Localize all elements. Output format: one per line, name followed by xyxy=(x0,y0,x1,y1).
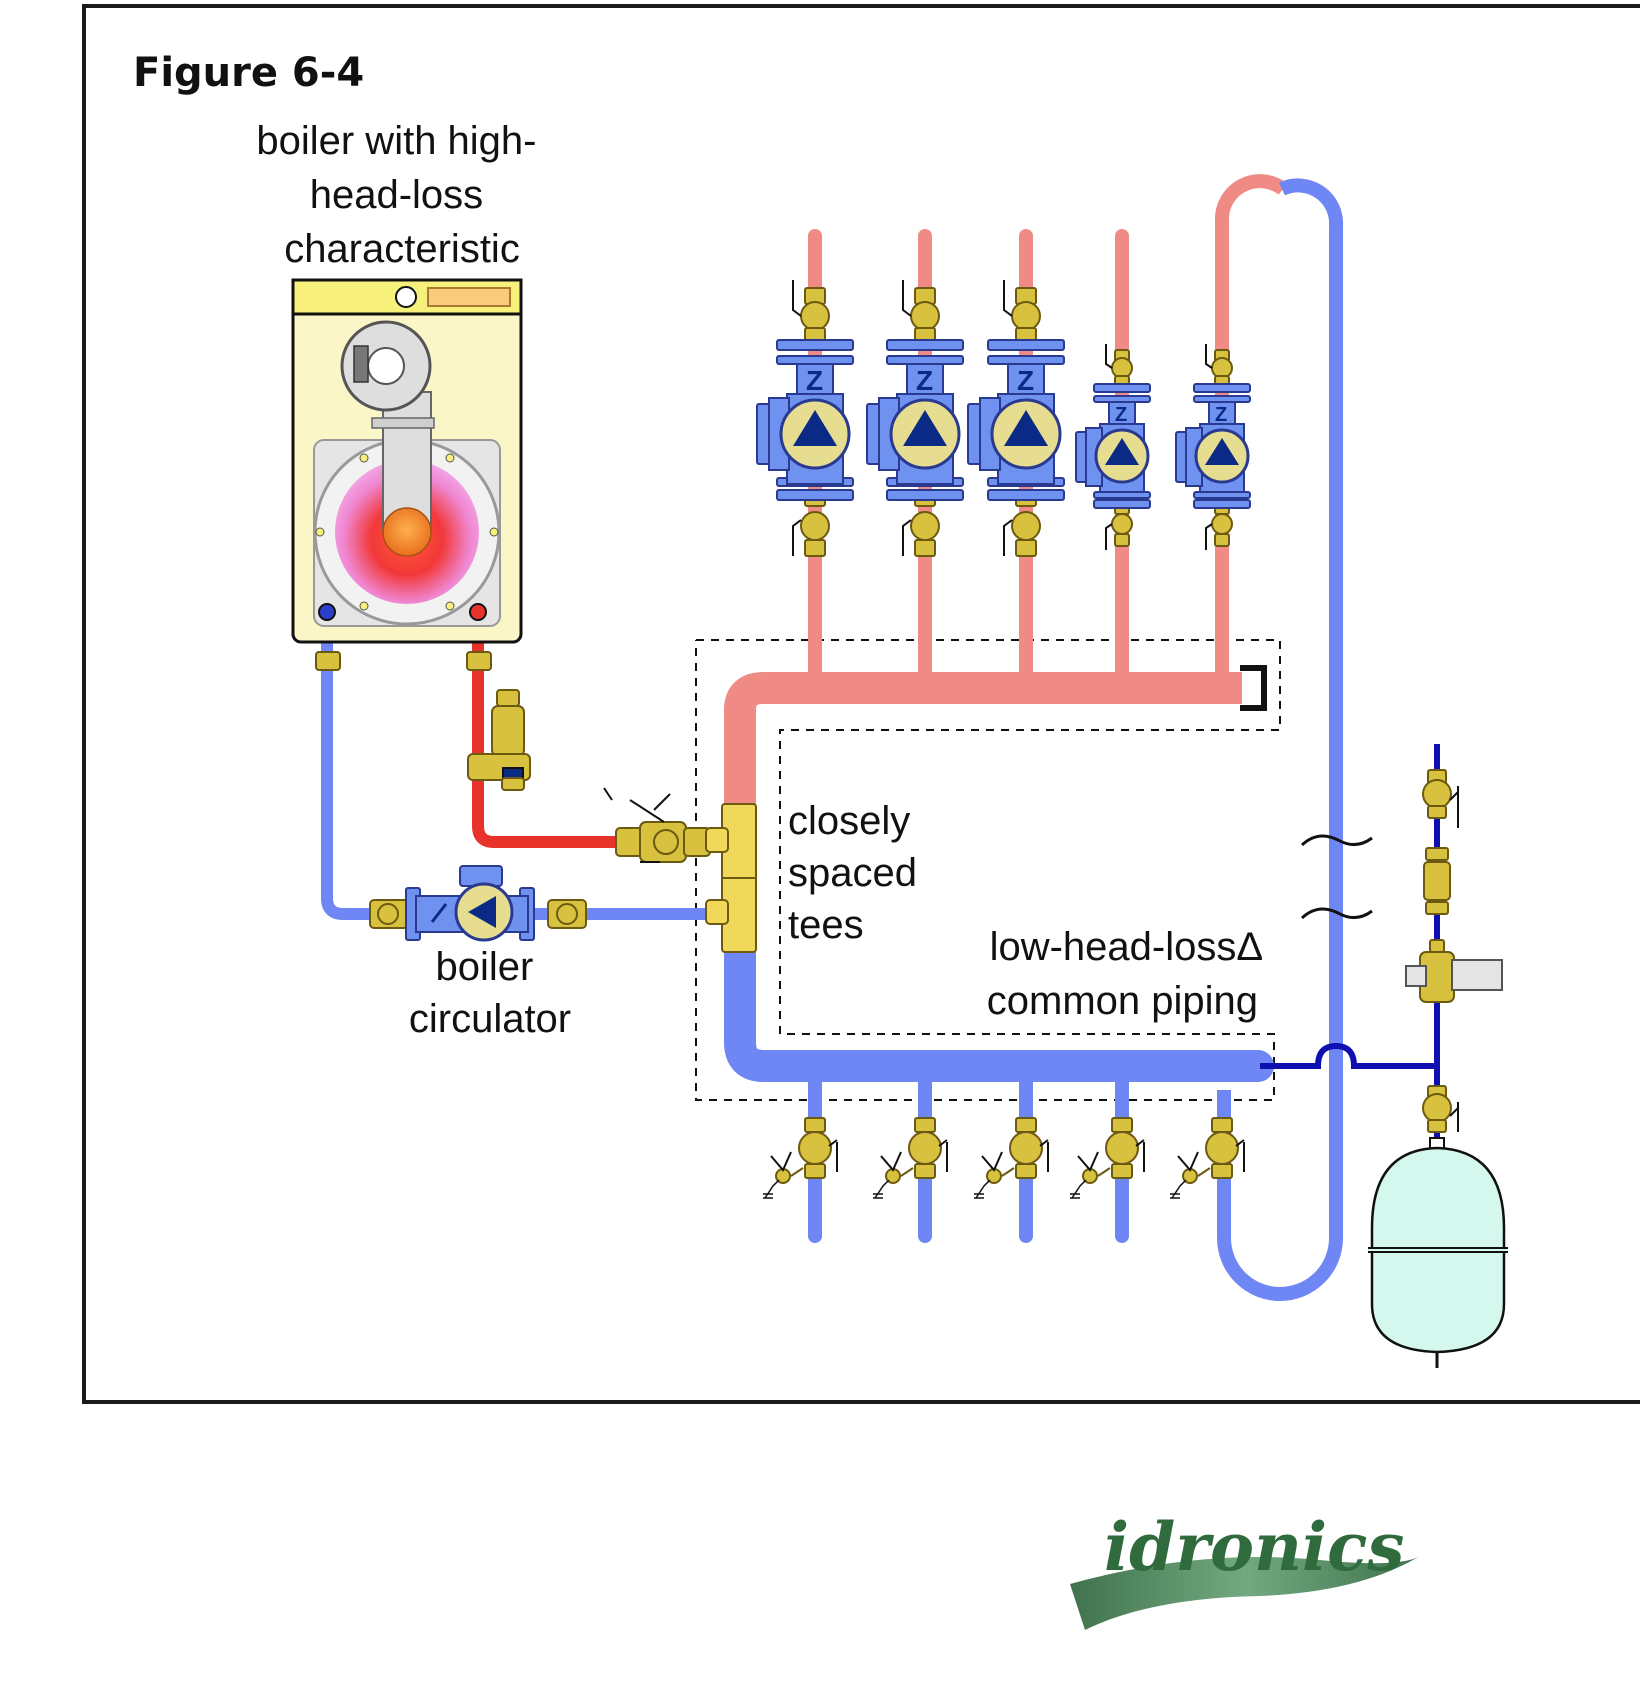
boiler-label-line-1: boiler with high- xyxy=(256,119,536,163)
common-piping-label-line-1: low-head-lossΔ xyxy=(990,925,1263,969)
common-piping-label-line-2: common piping xyxy=(987,979,1258,1023)
tees-label-line-3: tees xyxy=(788,903,864,947)
zone-3-flow-arrow-icon xyxy=(1004,410,1048,446)
return-valve-2 xyxy=(873,1117,948,1199)
svg-text:Z: Z xyxy=(1017,365,1034,396)
closely-spaced-tees xyxy=(705,803,757,953)
boiler-label-line-3: characteristic xyxy=(284,227,520,271)
air-purger xyxy=(467,689,531,791)
makeup-water-assembly xyxy=(1405,769,1503,1133)
idronics-logo: idronics xyxy=(1070,1508,1420,1630)
boiler-circulator xyxy=(369,865,587,942)
figure-title: Figure 6-4 xyxy=(133,50,364,96)
svg-text:Z: Z xyxy=(1215,404,1227,426)
svg-text:Z: Z xyxy=(1115,404,1127,426)
logo-text: idronics xyxy=(1104,1508,1404,1586)
pipe-break-marks xyxy=(1300,834,1373,920)
circulator-label: boiler circulator xyxy=(409,945,571,1041)
zone-4-flow-arrow-icon xyxy=(1105,438,1139,465)
tees-label-line-2: spaced xyxy=(788,851,917,895)
return-valve-1 xyxy=(763,1117,838,1199)
zone-1-flow-arrow-icon xyxy=(793,410,837,446)
return-valve-5 xyxy=(1170,1117,1245,1199)
bypass-loop xyxy=(1214,174,1344,1301)
zone-circulator-2: Z xyxy=(866,280,964,557)
circulator-label-line-2: circulator xyxy=(409,997,571,1041)
svg-text:Z: Z xyxy=(806,365,823,396)
circulator-label-line-1: boiler xyxy=(436,945,534,989)
expansion-tank xyxy=(1368,1137,1508,1368)
boiler-label-line-2: head-loss xyxy=(310,173,483,217)
zone-circulator-4: Z xyxy=(1075,344,1151,550)
zone-circulator-3: Z xyxy=(967,280,1065,557)
zone-5-flow-arrow-icon xyxy=(1205,438,1239,465)
tees-label: closely spaced tees xyxy=(788,799,928,947)
zone-2-flow-arrow-icon xyxy=(903,410,947,446)
return-valve-3 xyxy=(974,1117,1049,1199)
burner-icon xyxy=(382,507,432,557)
circulator-flow-arrow-icon xyxy=(468,896,496,928)
boiler xyxy=(291,278,523,644)
common-piping-label: low-head-lossΔ common piping xyxy=(987,925,1272,1023)
return-valve-4 xyxy=(1070,1117,1145,1199)
boiler-indicator-light xyxy=(395,286,417,308)
figure-frame xyxy=(82,4,1640,1404)
boiler-unions xyxy=(315,651,492,671)
zone-circulator-1: Z xyxy=(756,280,854,557)
tees-label-line-1: closely xyxy=(788,799,910,843)
zone-circulator-5: Z xyxy=(1175,344,1251,550)
boiler-label: boiler with high- head-loss characterist… xyxy=(256,119,547,271)
svg-text:Z: Z xyxy=(916,365,933,396)
boiler-display xyxy=(427,287,511,307)
isolation-valve-supply xyxy=(603,787,711,863)
makeup-water-line xyxy=(1260,744,1440,1140)
common-piping-dashed-outline xyxy=(695,639,1281,1101)
boiler-loop-piping xyxy=(321,620,720,920)
